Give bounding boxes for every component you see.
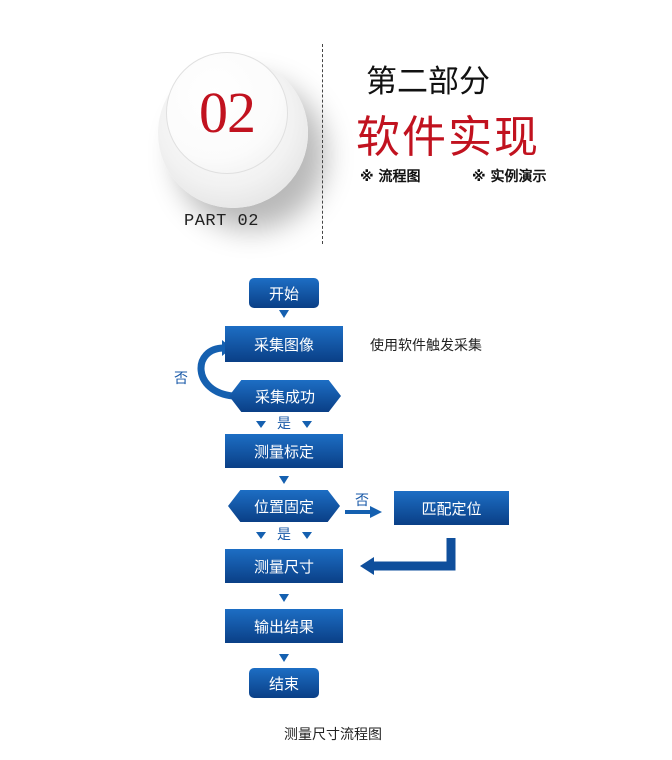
part-label: PART 02 <box>184 212 259 231</box>
arrow-yes2-left <box>256 532 266 539</box>
label-no-branch: 否 <box>355 493 369 509</box>
branch-right-arrowhead <box>370 506 382 518</box>
node-capture-image: 采集图像 <box>225 326 343 362</box>
section-item-flowchart: ※ 流程图 <box>360 169 421 185</box>
arrow-yes1-right <box>302 421 312 428</box>
diagram-caption: 测量尺寸流程图 <box>284 727 382 743</box>
spine-arrows <box>256 310 312 662</box>
section-number-badge: 02 <box>166 52 288 174</box>
return-arrow <box>372 538 456 571</box>
node-measure-size: 测量尺寸 <box>225 549 343 583</box>
arrow-yes1-left <box>256 421 266 428</box>
node-position-fixed: 位置固定 <box>228 490 340 522</box>
node-match-position: 匹配定位 <box>394 491 509 525</box>
loop-back-arrow <box>197 344 237 400</box>
capture-annotation: 使用软件触发采集 <box>370 338 482 354</box>
arrow-output-end <box>279 654 289 662</box>
arrow-calibrate-fixed <box>279 476 289 484</box>
header-divider <box>322 44 323 244</box>
node-calibrate: 测量标定 <box>225 434 343 468</box>
section-subtitle: 第二部分 <box>366 64 490 100</box>
label-yes-1: 是 <box>277 416 291 432</box>
return-arrowhead <box>360 557 374 575</box>
section-title: 软件实现 <box>356 112 540 163</box>
node-start: 开始 <box>249 278 319 308</box>
node-output-result: 输出结果 <box>225 609 343 643</box>
label-no-loop: 否 <box>174 371 188 387</box>
arrow-yes2-right <box>302 532 312 539</box>
arrow-start-capture <box>279 310 289 318</box>
section-item-demo: ※ 实例演示 <box>472 169 547 185</box>
section-number: 02 <box>199 80 256 145</box>
arrow-measure-output <box>279 594 289 602</box>
node-end: 结束 <box>249 668 319 698</box>
node-capture-success: 采集成功 <box>229 380 341 412</box>
label-yes-2: 是 <box>277 527 291 543</box>
